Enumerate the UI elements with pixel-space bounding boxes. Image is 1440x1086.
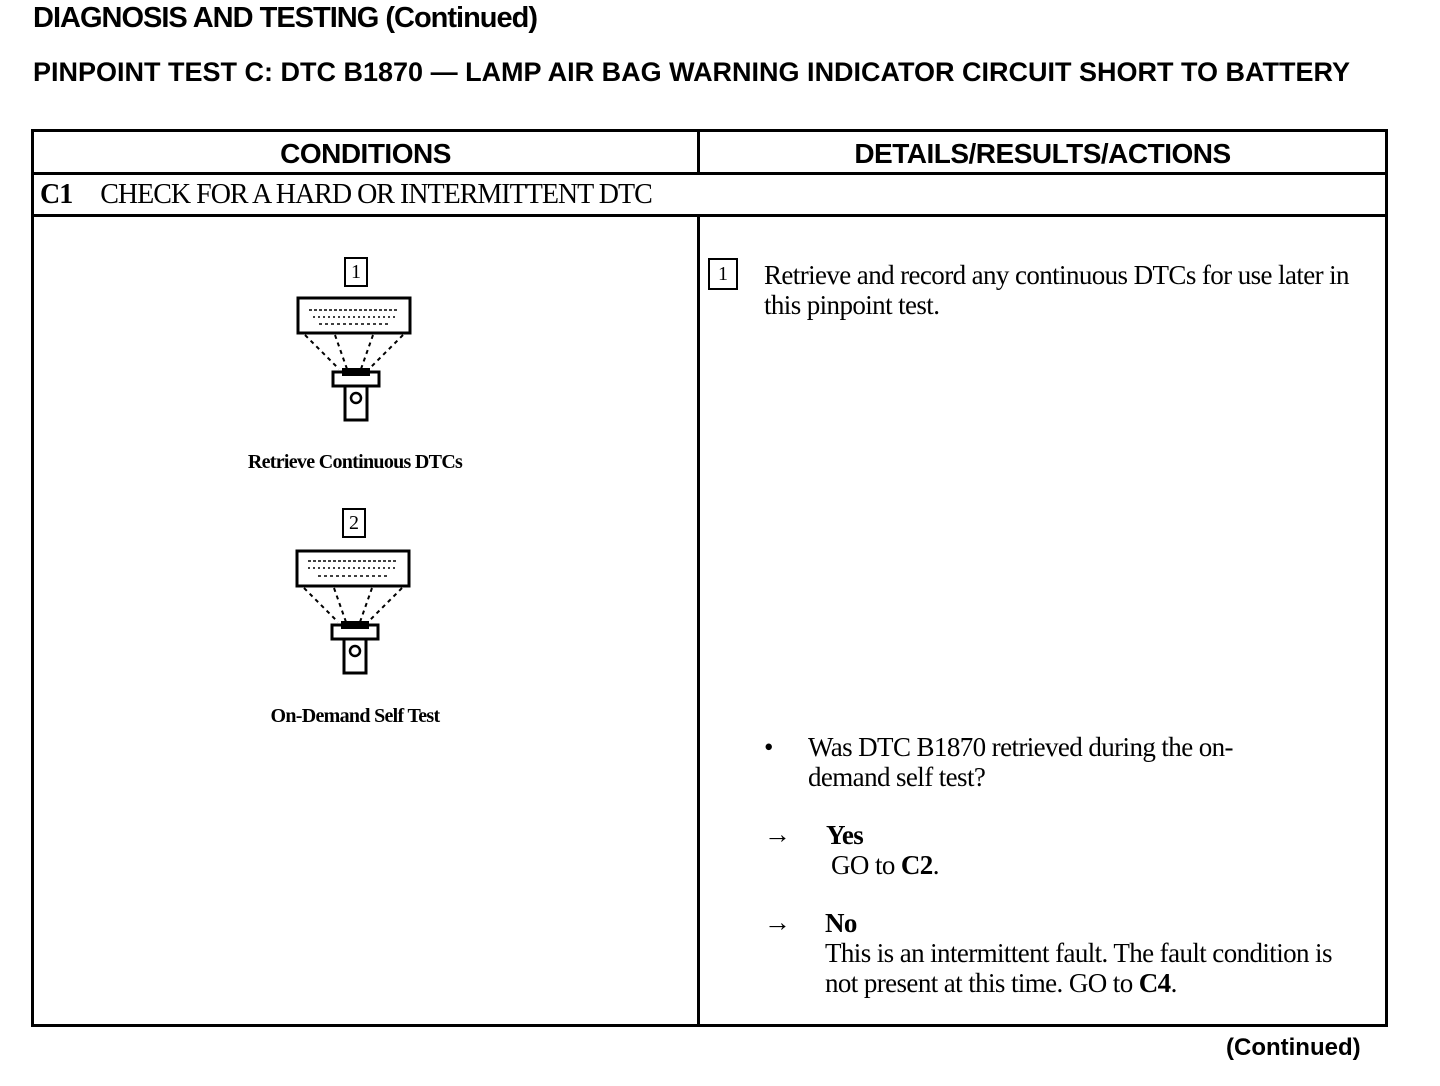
bullet-icon: •: [764, 732, 773, 762]
scan-tool-icon: [296, 296, 412, 422]
pinpoint-test-title: PINPOINT TEST C: DTC B1870 — LAMP AIR BA…: [33, 57, 1351, 87]
step-id: C1: [40, 179, 73, 210]
step-row-divider: [34, 214, 1385, 217]
no-action-prefix: This is an intermittent fault. The fault…: [825, 938, 1332, 998]
yes-action-target: C2: [900, 850, 933, 880]
figure-caption: On-Demand Self Test: [270, 705, 441, 727]
no-action: This is an intermittent fault. The fault…: [825, 938, 1345, 998]
header-divider: [34, 172, 1385, 175]
arrow-right-icon: →: [764, 819, 791, 849]
figure-caption: Retrieve Continuous DTCs: [247, 451, 463, 473]
yes-action: GO to C2.: [831, 850, 939, 880]
no-label: No: [825, 908, 857, 938]
details-column-header: DETAILS/RESULTS/ACTIONS: [854, 138, 1231, 169]
step-row: C1 CHECK FOR A HARD OR INTERMITTENT DTC: [40, 179, 653, 211]
no-action-suffix: .: [1170, 968, 1178, 998]
continued-footer: (Continued): [1226, 1034, 1361, 1061]
detail-question: Was DTC B1870 retrieved during the on-de…: [808, 732, 1234, 792]
detail-step-number-badge: 1: [708, 258, 738, 290]
arrow-right-icon: →: [764, 907, 791, 937]
figure-number-badge: 1: [344, 257, 368, 287]
yes-action-prefix: GO to: [831, 850, 901, 880]
scan-tool-icon: [295, 549, 411, 675]
body-column-separator: [697, 214, 700, 1024]
detail-instruction: Retrieve and record any continuous DTCs …: [764, 260, 1350, 320]
header-column-separator: [697, 132, 700, 172]
yes-label: Yes: [826, 820, 864, 850]
figure-number-badge: 2: [342, 508, 366, 538]
figure-on-demand-self-test: 2 On-Demand Self Test: [205, 503, 505, 727]
step-title: CHECK FOR A HARD OR INTERMITTENT DTC: [100, 179, 653, 210]
page-title: DIAGNOSIS AND TESTING (Continued): [33, 2, 538, 34]
yes-action-suffix: .: [932, 850, 940, 880]
figure-retrieve-continuous-dtcs: 1 Retrieve Continuous DTCs: [205, 250, 505, 473]
pinpoint-test-table: CONDITIONS DETAILS/RESULTS/ACTIONS C1 CHE…: [31, 129, 1388, 1027]
no-action-target: C4: [1138, 968, 1171, 998]
conditions-column-header: CONDITIONS: [280, 138, 451, 169]
